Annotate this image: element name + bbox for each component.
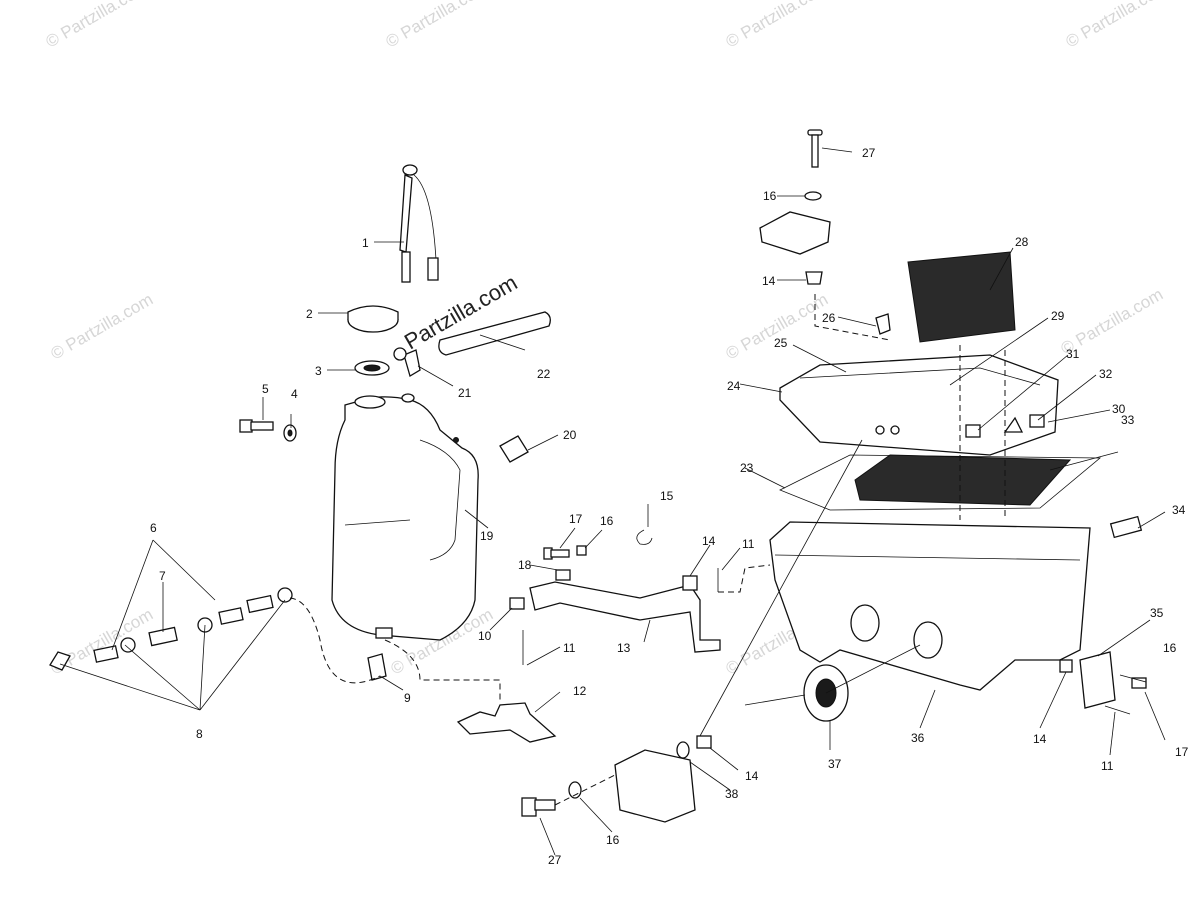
oil-tank-part: [331, 393, 479, 641]
callout-21: 21: [458, 386, 472, 400]
bracket-grommet-part: [682, 575, 698, 591]
callout-14: 14: [1033, 732, 1047, 746]
callout-15: 15: [660, 489, 674, 503]
airbox-washer-part: [804, 191, 822, 201]
drain-fitting-part: [367, 653, 387, 681]
mount-block-part: [614, 749, 696, 823]
callout-labels: 1 2 3 4 5 6 7 8 9 10 11 11 11 12 13 14 1…: [150, 146, 1189, 867]
callout-27: 27: [548, 853, 562, 867]
callout-12: 12: [573, 684, 587, 698]
watermark-text: © Partzilla.com: [1063, 0, 1172, 51]
watermark-text: © Partzilla.com: [43, 0, 152, 51]
clip-part: [636, 529, 653, 545]
watermark-text: © Partzilla.com: [383, 0, 492, 51]
dipstick-part: [399, 164, 439, 283]
callout-8: 8: [196, 727, 203, 741]
mount-bracket-part: [529, 581, 721, 653]
air-filter-foam-part: [907, 251, 1016, 343]
callout-6: 6: [150, 521, 157, 535]
lid-screw-part: [875, 313, 891, 335]
callout-2: 2: [306, 307, 313, 321]
callout-9: 9: [404, 691, 411, 705]
bracket-bolt-part: [509, 545, 587, 610]
side-bracket-part: [1079, 651, 1116, 709]
elbow-fitting-part: [393, 347, 421, 377]
callout-11: 11: [563, 641, 576, 655]
airbox-cover-part: [759, 211, 831, 255]
callout-36: 36: [911, 731, 925, 745]
callout-25: 25: [774, 336, 788, 350]
airbox-lid-part: [779, 354, 1059, 456]
side-screw-part: [1104, 705, 1131, 715]
box-clip-part: [1109, 515, 1143, 539]
tank-bracket-part: [499, 435, 529, 463]
callout-4: 4: [291, 387, 298, 401]
callout-28: 28: [1015, 235, 1029, 249]
airbox-grommet-part: [805, 271, 823, 285]
callout-11: 11: [742, 537, 755, 551]
side-grommet-part: [1059, 659, 1073, 673]
base-bracket-part: [456, 702, 557, 743]
watermark-text: © Partzilla.com: [723, 0, 832, 51]
callout-11: 11: [1101, 759, 1114, 773]
vent-hose-part: [438, 311, 551, 356]
callout-14: 14: [702, 534, 716, 548]
tank-washer-part: [283, 424, 297, 442]
callout-16: 16: [763, 189, 777, 203]
cap-gasket-part: [354, 360, 390, 376]
callout-35: 35: [1150, 606, 1164, 620]
callout-5: 5: [262, 382, 269, 396]
leader-lines: [59, 147, 1166, 856]
callout-3: 3: [315, 364, 322, 378]
callout-17: 17: [569, 512, 583, 526]
callout-20: 20: [563, 428, 577, 442]
airbox-bolt-part: [807, 129, 823, 168]
callout-17: 17: [1175, 745, 1189, 759]
callout-19: 19: [480, 529, 494, 543]
block-bolt-part: [521, 735, 712, 817]
callout-16: 16: [600, 514, 614, 528]
callout-32: 32: [1099, 367, 1113, 381]
airbox-body-part: [769, 521, 1091, 691]
tank-bolt-part: [239, 419, 274, 433]
callout-10: 10: [478, 629, 492, 643]
callout-27: 27: [862, 146, 876, 160]
callout-22: 22: [537, 367, 551, 381]
callout-16: 16: [1163, 641, 1177, 655]
callout-30: 30: [1112, 402, 1126, 416]
watermark-text: © Partzilla.com: [723, 290, 832, 364]
filter-element-part: [854, 454, 1072, 506]
callout-29: 29: [1051, 309, 1065, 323]
side-bolt-part: [1131, 677, 1147, 689]
callout-38: 38: [725, 787, 739, 801]
callout-34: 34: [1172, 503, 1186, 517]
callout-23: 23: [740, 461, 754, 475]
callout-16: 16: [606, 833, 620, 847]
callout-14: 14: [745, 769, 759, 783]
watermark-text: © Partzilla.com: [48, 290, 157, 364]
callout-1: 1: [362, 236, 369, 250]
airbox-gasket-part: [779, 454, 1102, 511]
callout-31: 31: [1066, 347, 1080, 361]
callout-14: 14: [762, 274, 776, 288]
callout-33: 33: [1121, 413, 1135, 427]
tank-cap-part: [347, 305, 399, 333]
callout-18: 18: [518, 558, 532, 572]
callout-26: 26: [822, 311, 836, 325]
callout-13: 13: [617, 641, 631, 655]
callout-37: 37: [828, 757, 842, 771]
callout-7: 7: [159, 569, 166, 583]
callout-24: 24: [727, 379, 741, 393]
